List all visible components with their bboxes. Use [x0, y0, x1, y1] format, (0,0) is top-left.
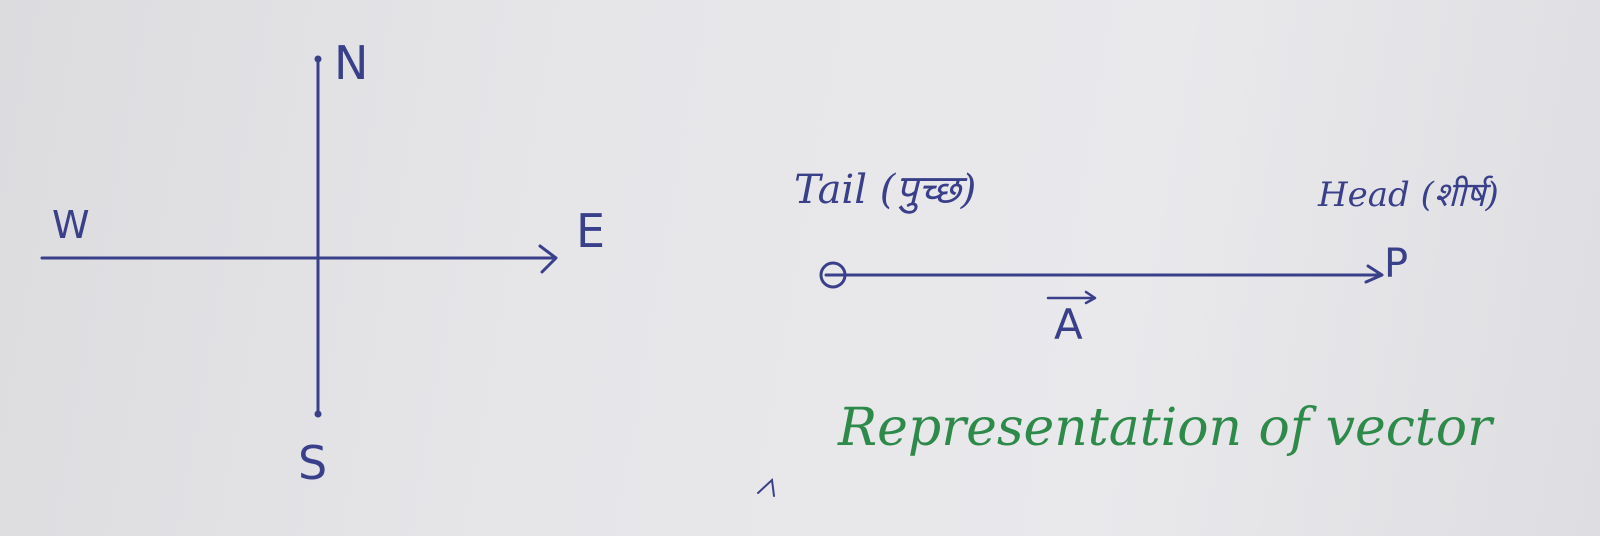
- south-dot: [314, 410, 322, 418]
- west-label: W: [52, 203, 90, 247]
- east-arrowhead: [538, 244, 558, 274]
- point-label: P: [1384, 241, 1409, 287]
- vector-name: A: [1054, 300, 1083, 349]
- vector-arrowhead: [1364, 264, 1384, 284]
- pen-tick: [757, 477, 775, 497]
- south-label: S: [298, 436, 328, 490]
- diagram-caption: Representation of vector: [838, 398, 1492, 458]
- tail-label: Tail (पुच्छ): [794, 167, 977, 213]
- north-dot: [314, 55, 322, 63]
- east-label: E: [576, 204, 606, 258]
- north-label: N: [334, 36, 369, 90]
- head-label: Head (शीर्ष): [1318, 175, 1499, 215]
